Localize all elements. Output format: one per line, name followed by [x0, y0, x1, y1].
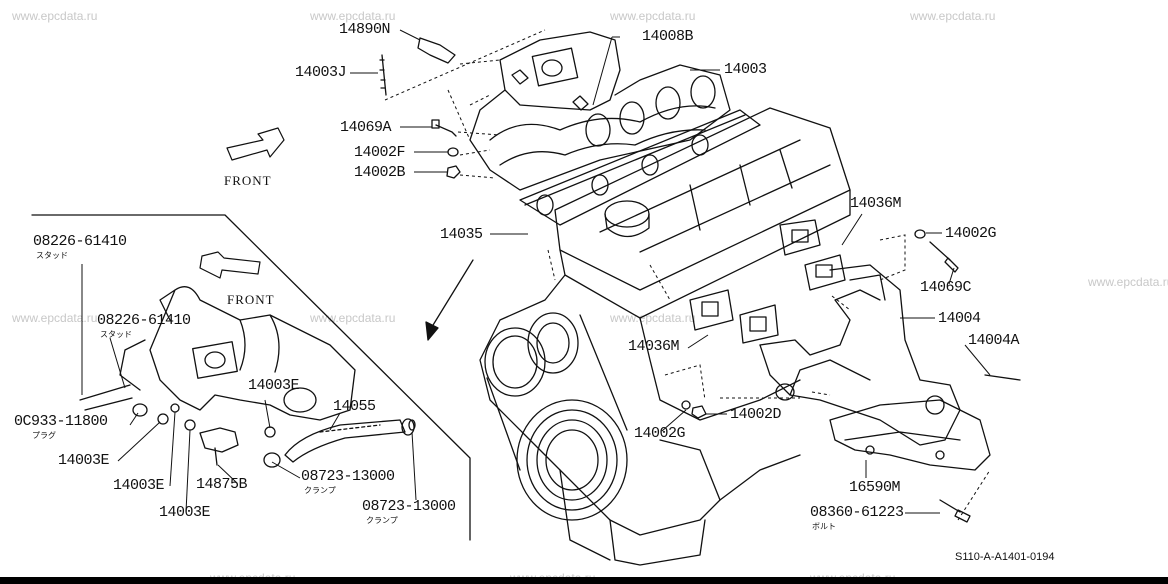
- front-label-inset: FRONT: [227, 292, 275, 307]
- part-label-14036m-mid: 14036M: [628, 338, 680, 355]
- watermark: www.epcdata.ru: [310, 9, 396, 23]
- bottom-bar: [0, 577, 1168, 584]
- front-arrow-inset: [199, 251, 261, 279]
- part-label-08723-13000-b: 08723-13000: [362, 498, 456, 515]
- kana-label-plug: プラグ: [32, 431, 56, 440]
- heat-shield: [829, 399, 991, 471]
- part-label-14004: 14004: [938, 310, 981, 327]
- hardware: [379, 37, 1021, 523]
- part-label-14002d: 14002D: [730, 406, 782, 423]
- inset-detail: [31, 214, 471, 541]
- part-label-14055: 14055: [333, 398, 376, 415]
- part-label-14002b: 14002B: [354, 164, 406, 181]
- part-label-14890n: 14890N: [339, 21, 391, 38]
- direction-arrow: [429, 259, 474, 331]
- part-label-14003e-b: 14003E: [58, 452, 110, 469]
- part-label-14035: 14035: [440, 226, 483, 243]
- front-arrow-main: [226, 127, 285, 161]
- part-label-08226-61410-a: 08226-61410: [33, 233, 127, 250]
- part-label-16590m: 16590M: [849, 479, 901, 496]
- part-label-08360-61223: 08360-61223: [810, 504, 904, 521]
- watermark: www.epcdata.ru: [12, 311, 98, 325]
- part-label-14002g-bottom: 14002G: [634, 425, 686, 442]
- watermark: www.epcdata.ru: [1088, 275, 1168, 289]
- part-label-14008b: 14008B: [642, 28, 694, 45]
- part-label-14875b: 14875B: [196, 476, 248, 493]
- part-label-14036m-top: 14036M: [850, 195, 902, 212]
- watermark: www.epcdata.ru: [610, 9, 696, 23]
- watermark: www.epcdata.ru: [12, 9, 98, 23]
- exhaust-manifold: [759, 264, 961, 446]
- part-label-08723-13000-a: 08723-13000: [301, 468, 395, 485]
- part-label-14003e-a: 14003E: [248, 377, 300, 394]
- part-label-14003e-d: 14003E: [159, 504, 211, 521]
- kana-label-bolt: ボルト: [812, 522, 836, 531]
- part-label-14004a: 14004A: [968, 332, 1020, 349]
- kana-label-clamp-a: クランプ: [304, 486, 336, 495]
- front-label-main: FRONT: [224, 173, 272, 188]
- diagram-code: S110-A-A1401-0194: [955, 551, 1055, 563]
- part-label-14002f: 14002F: [354, 144, 406, 161]
- part-label-08226-61410-b: 08226-61410: [97, 312, 191, 329]
- kana-label-clamp-b: クランプ: [366, 516, 398, 525]
- part-label-14002g-top: 14002G: [945, 225, 997, 242]
- exhaust-gaskets: [689, 219, 846, 344]
- watermark: www.epcdata.ru: [610, 311, 696, 325]
- part-label-0c933-11800: 0C933-11800: [14, 413, 108, 430]
- kana-label-stud-a: スタッド: [36, 251, 68, 260]
- intake-manifold: [469, 31, 731, 191]
- part-label-14069a: 14069A: [340, 119, 392, 136]
- kana-label-stud-b: スタッド: [100, 330, 132, 339]
- part-label-14003e-c: 14003E: [113, 477, 165, 494]
- part-label-14003j: 14003J: [295, 64, 347, 81]
- part-label-14069c: 14069C: [920, 279, 972, 296]
- part-label-14003: 14003: [724, 61, 767, 78]
- engine-block: [479, 107, 851, 566]
- watermark: www.epcdata.ru: [910, 9, 996, 23]
- intake-gasket: [519, 109, 761, 226]
